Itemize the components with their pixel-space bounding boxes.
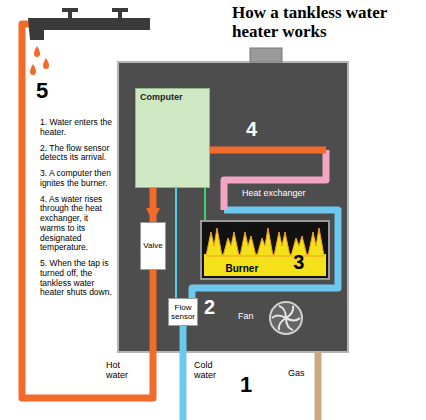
title: How a tankless water heater works (232, 4, 422, 41)
step-text: 2. The flow sensor detects its arrival. (40, 144, 114, 164)
faucet-handles (62, 10, 128, 18)
water-drops (30, 46, 49, 75)
gas-pipe (315, 352, 322, 420)
exhaust-vent (250, 48, 282, 62)
valve-box: Valve (140, 222, 166, 270)
hot-water-pipe (22, 24, 153, 398)
pipe-label: Gas (288, 368, 305, 378)
computer-box: Computer (135, 88, 210, 188)
part-label: Heat exchanger (240, 188, 308, 198)
callout-number: 2 (204, 296, 215, 319)
step-text: 1. Water enters the heater. (40, 118, 114, 138)
step-text: 5. When the tap is turned off, the tankl… (40, 259, 114, 298)
heat-exchanger-pipe (210, 147, 326, 154)
burner-box: Burner 3 (200, 220, 330, 280)
node-label: Flow sensor (170, 303, 196, 321)
flow-sensor-box: Flow sensor (168, 298, 198, 326)
hot-water-pipe (150, 188, 157, 222)
cold-water-pipe (180, 326, 187, 420)
fan-blades (272, 306, 300, 330)
burner-chamber (200, 220, 330, 280)
part-label: Fan (238, 311, 254, 321)
callout-number: 4 (246, 118, 257, 141)
sensor-wire (175, 188, 177, 298)
pipe-label: Cold water (194, 360, 234, 381)
cold-water-pipe (192, 210, 338, 298)
flames (204, 228, 326, 276)
faucet (28, 18, 150, 40)
pipe-label: Hot water (106, 360, 144, 381)
step-text: 3. A computer then ignites the burner. (40, 169, 114, 189)
fan-symbol (270, 302, 302, 334)
ignition-wire (204, 188, 206, 220)
node-label: Burner (226, 263, 259, 275)
heat-exchanger-pipe (224, 150, 326, 210)
callout-number: 1 (240, 372, 252, 397)
callout-number: 3 (293, 251, 304, 274)
node-label: Valve (143, 241, 162, 250)
step-text: 4. As water rises through the heat excha… (40, 195, 114, 254)
callout-number: 5 (36, 78, 48, 103)
node-label: Computer (140, 92, 183, 102)
